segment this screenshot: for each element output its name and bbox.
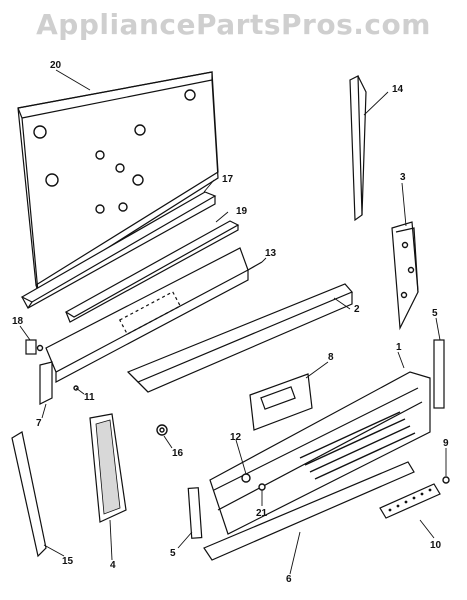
part-3-end-bracket[interactable] [391, 221, 419, 331]
callout-6: 6 [286, 574, 292, 585]
callout-9: 9 [443, 438, 449, 449]
callout-5-right: 5 [432, 308, 438, 319]
part-20-back-panel[interactable] [17, 71, 219, 293]
callout-16: 16 [172, 448, 184, 459]
callout-12: 12 [230, 432, 242, 443]
callout-10: 10 [430, 540, 442, 551]
callout-20: 20 [50, 60, 62, 71]
callout-4: 4 [110, 560, 116, 571]
callout-1: 1 [396, 342, 402, 353]
callout-5-left: 5 [170, 548, 176, 559]
part-2-rear-rail[interactable] [126, 283, 353, 393]
callout-21: 21 [256, 508, 268, 519]
part-6-bottom-rail[interactable] [203, 461, 415, 561]
part-16-knob[interactable] [156, 424, 168, 436]
part-10-button-strip[interactable] [379, 483, 441, 519]
callout-8: 8 [328, 352, 334, 363]
part-9-screw[interactable] [442, 476, 450, 484]
callout-3: 3 [400, 172, 406, 183]
part-15-left-trim[interactable] [11, 431, 47, 558]
part-1-control-panel[interactable] [209, 371, 431, 535]
part-5-side-strip-right[interactable] [433, 339, 445, 409]
callout-13: 13 [265, 248, 277, 259]
part-19-trim-strip[interactable] [64, 220, 240, 323]
callout-18: 18 [12, 316, 24, 327]
part-14-side-bracket[interactable] [349, 75, 367, 222]
callout-2: 2 [354, 304, 360, 315]
watermark: AppliancePartsPros.com [36, 8, 431, 41]
callout-11: 11 [84, 392, 95, 403]
callout-17: 17 [222, 174, 234, 185]
part-7-bracket[interactable] [39, 361, 79, 405]
callout-15: 15 [62, 556, 74, 567]
callout-19: 19 [236, 206, 248, 217]
part-5-side-strip-left[interactable] [187, 487, 203, 539]
part-17-trim-strip[interactable] [20, 191, 217, 309]
callout-14: 14 [392, 84, 404, 95]
leader-lines [19, 69, 447, 575]
part-8-clock-timer[interactable] [249, 373, 313, 431]
callout-7: 7 [36, 418, 42, 429]
part-13-control-box[interactable] [45, 247, 263, 383]
part-18-clip[interactable] [25, 339, 44, 355]
part-4-gasket-panel[interactable] [89, 413, 127, 523]
